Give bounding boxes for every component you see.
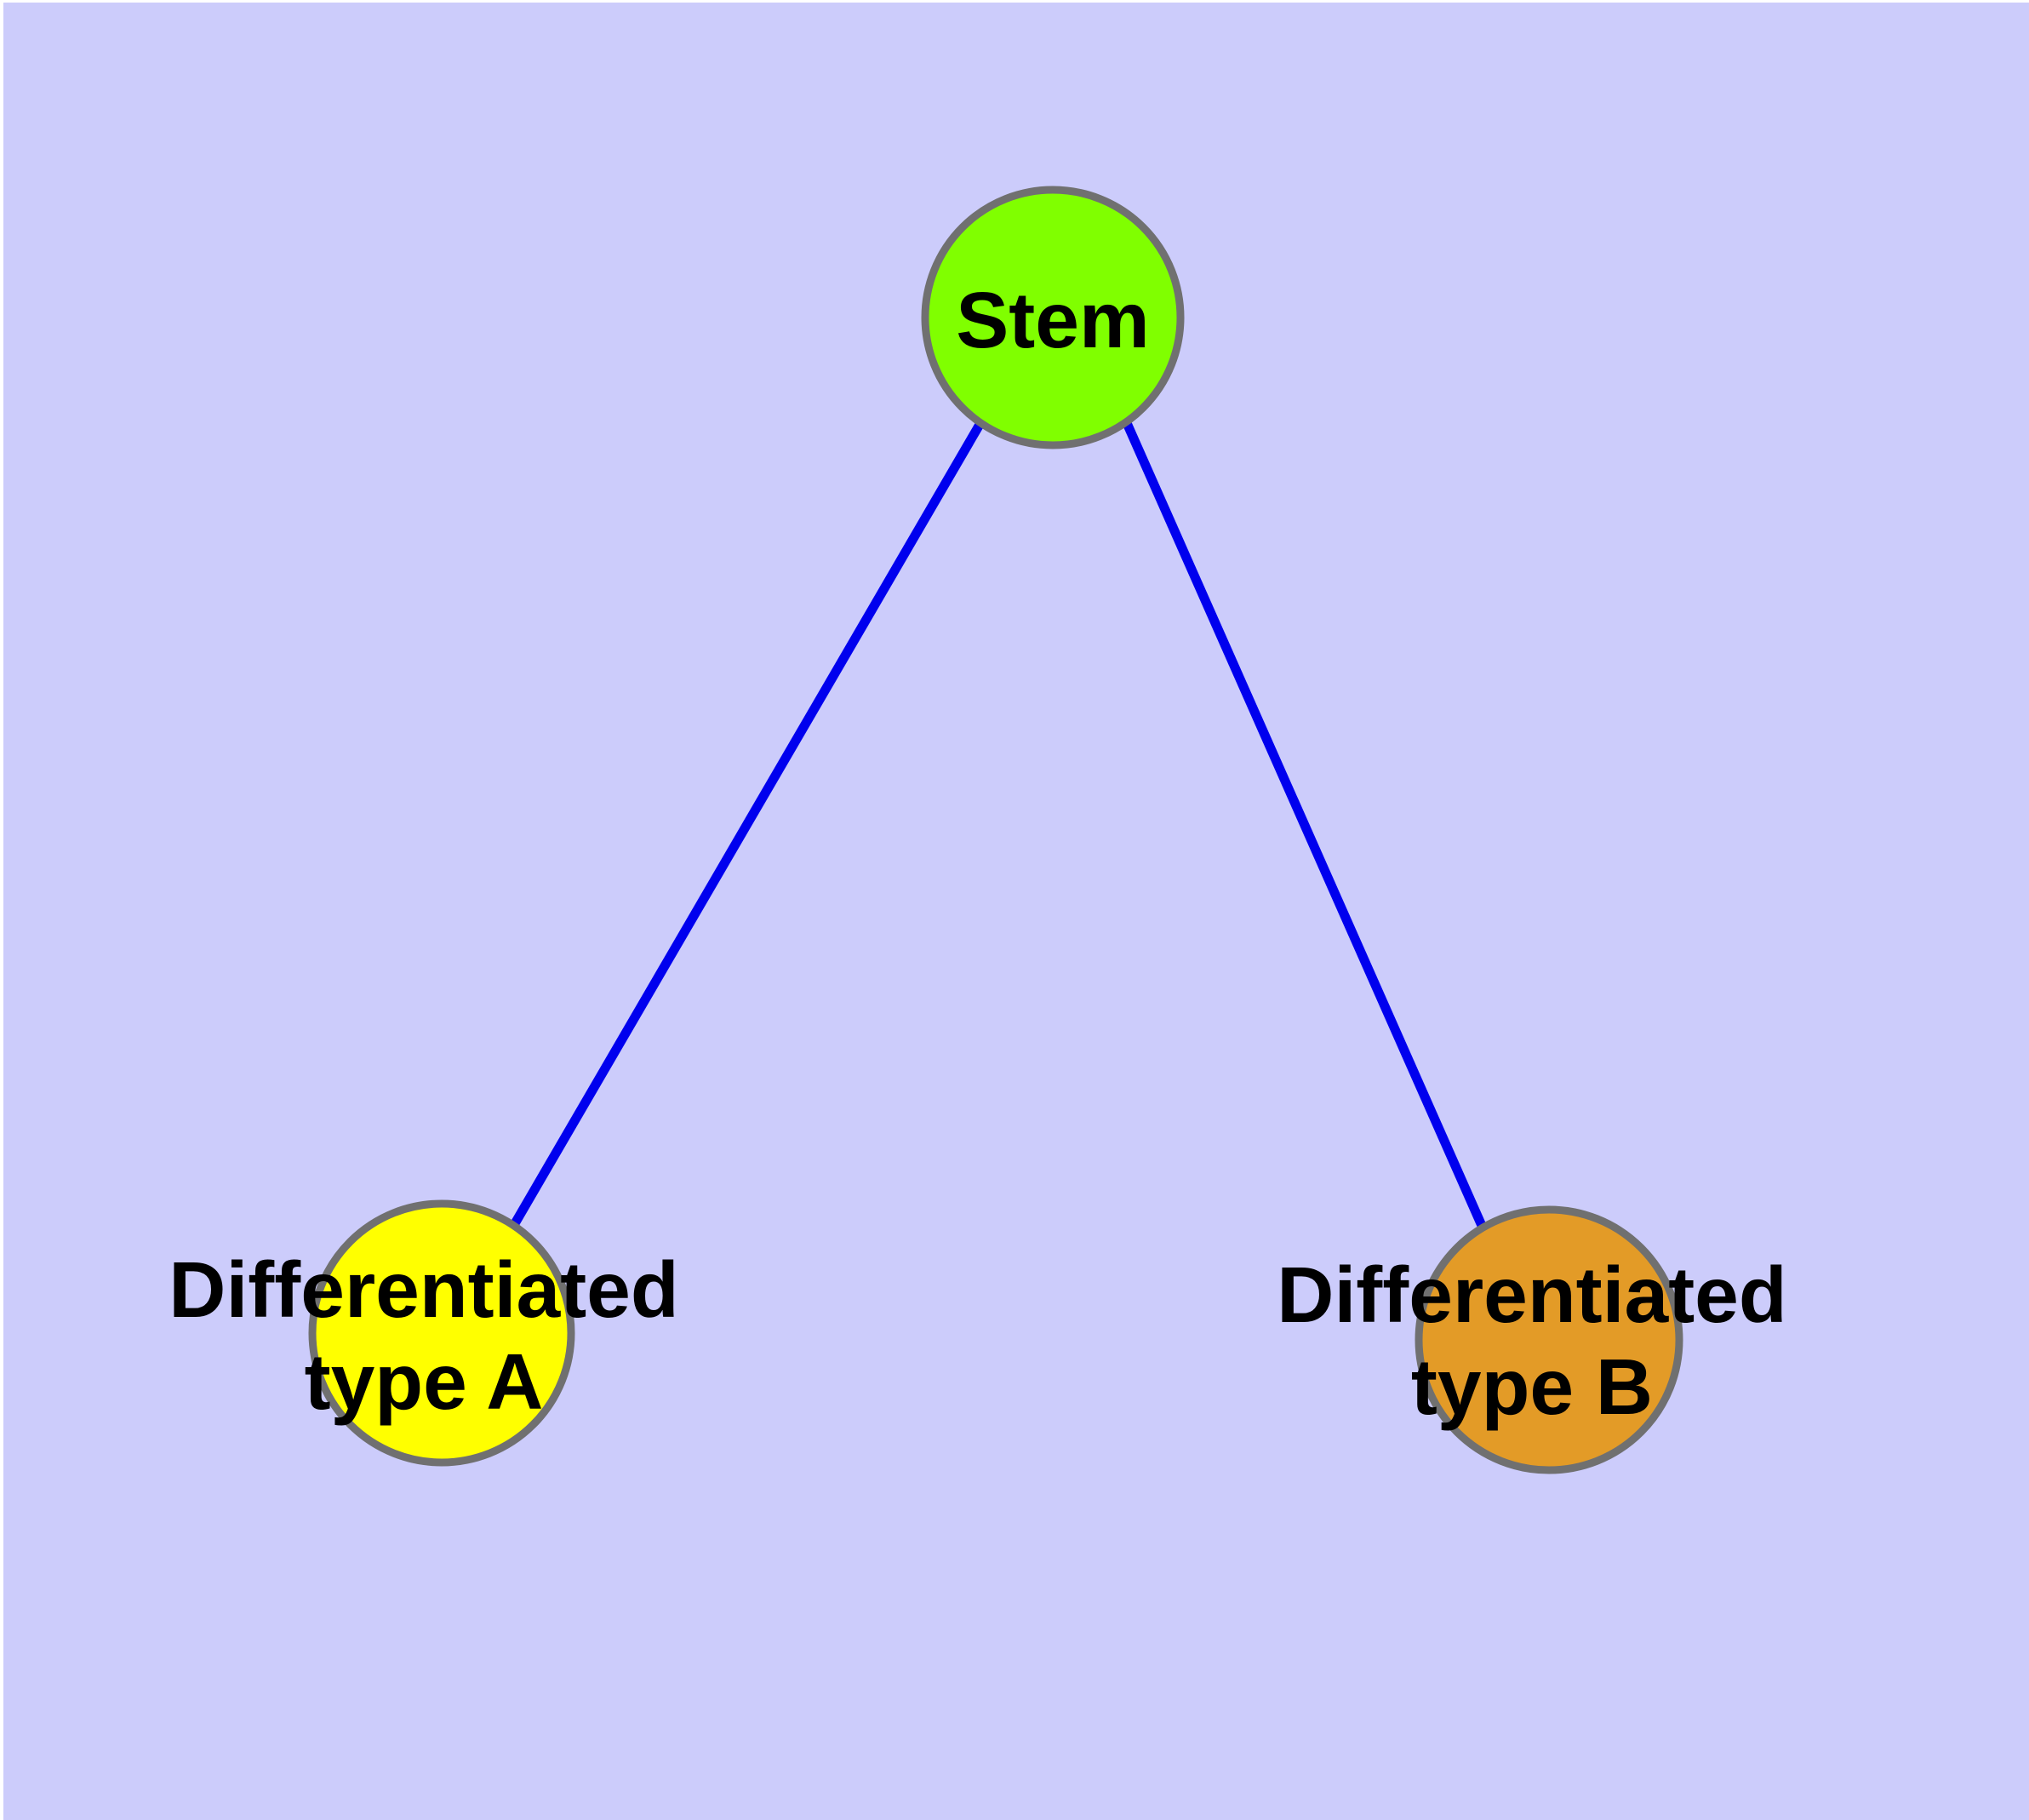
node-label-line: Stem — [956, 276, 1149, 364]
node-label-line: Differentiated — [1277, 1251, 1786, 1339]
graph-node-diff-type-b[interactable] — [1415, 1205, 1683, 1474]
graph-node-stem[interactable] — [921, 186, 1185, 449]
graph-node-diff-type-a[interactable] — [308, 1199, 575, 1467]
node-label-line: type B — [1411, 1342, 1653, 1431]
node-label-stem: Stem — [956, 276, 1149, 364]
nodes-layer — [308, 186, 1683, 1474]
graph-edge-stem-to-type-a[interactable] — [510, 421, 985, 1228]
node-label-line: type A — [305, 1337, 544, 1426]
edges-layer — [510, 421, 1488, 1230]
node-label-line: Differentiated — [169, 1245, 678, 1334]
graph-edge-stem-to-type-b[interactable] — [1122, 421, 1488, 1230]
